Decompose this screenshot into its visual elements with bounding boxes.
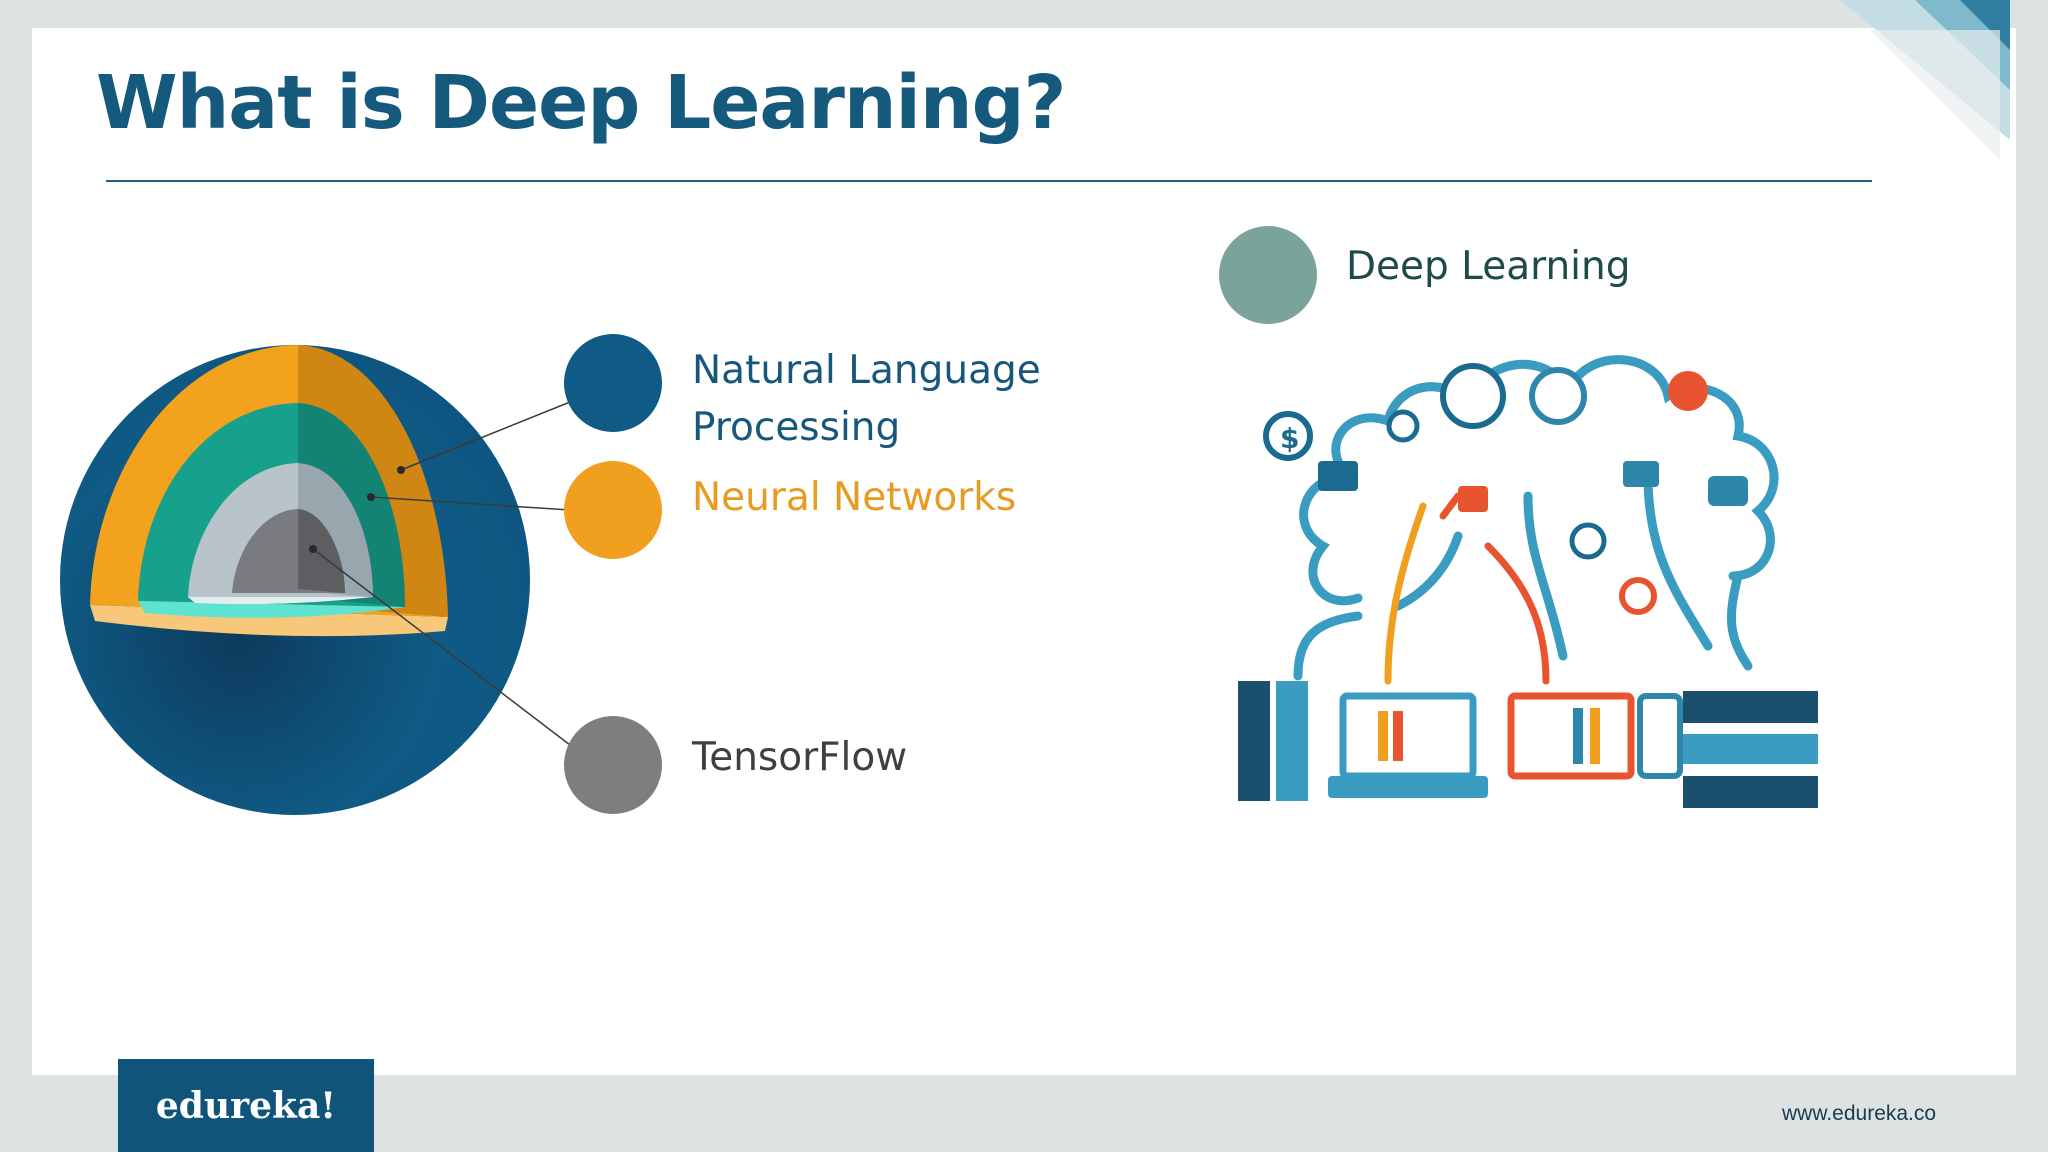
slide-title: What is Deep Learning? [96,60,1066,146]
deep-learning-legend-dot [1219,226,1317,324]
neural-networks-label: Neural Networks [692,475,1017,520]
deep-learning-network-illustration: $ [1238,355,1818,808]
layered-sphere-diagram [60,345,530,815]
nlp-label-line2: Processing [692,405,901,450]
edureka-logo-text: edureka! [155,1084,337,1127]
svg-text:$: $ [1280,422,1299,455]
nlp-label: Natural Language Processing [692,342,1041,456]
footer-url: www.edureka.co [1782,1102,1937,1125]
tensorflow-label: TensorFlow [692,735,908,780]
nlp-label-line1: Natural Language [692,348,1041,393]
deep-learning-label: Deep Learning [1346,244,1631,289]
title-divider [106,180,1872,182]
nlp-legend-dot [564,334,662,432]
edureka-logo: edureka! [118,1059,374,1152]
neural-networks-legend-dot [564,461,662,559]
tensorflow-legend-dot [564,716,662,814]
corner-decoration [1840,0,2010,160]
